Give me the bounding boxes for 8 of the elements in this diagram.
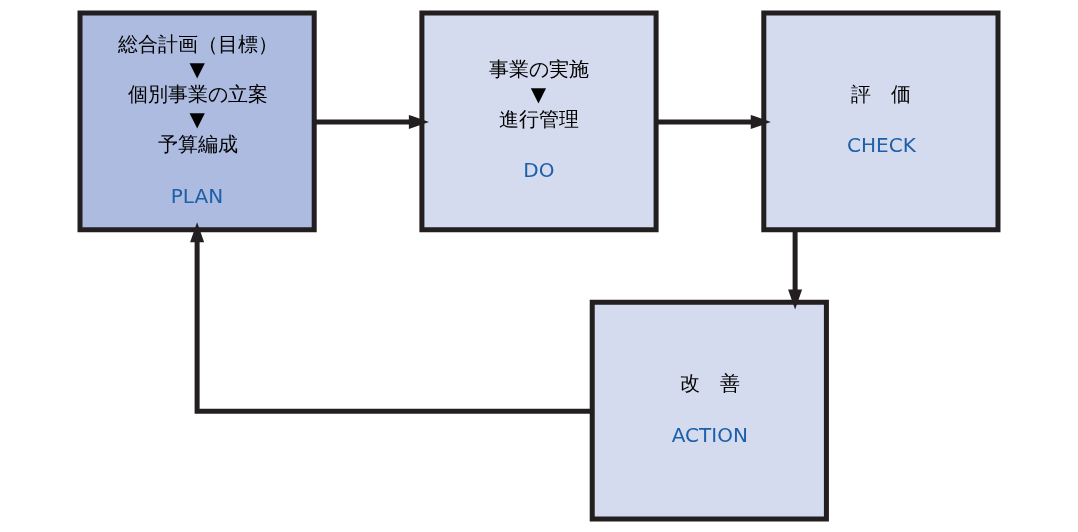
arrow <box>190 222 593 414</box>
node-box: 改 善 ACTION <box>589 299 829 522</box>
node-box: 総合計画（目標） ▼ 個別事業の立案 ▼ 予算編成 PLAN <box>77 10 317 233</box>
arrow <box>788 229 803 310</box>
node-box: 評 価 CHECK <box>761 10 1001 233</box>
node-box: 事業の実施 ▼ 進行管理 DO <box>419 10 659 233</box>
arrow <box>314 114 429 130</box>
arrow <box>656 114 771 130</box>
